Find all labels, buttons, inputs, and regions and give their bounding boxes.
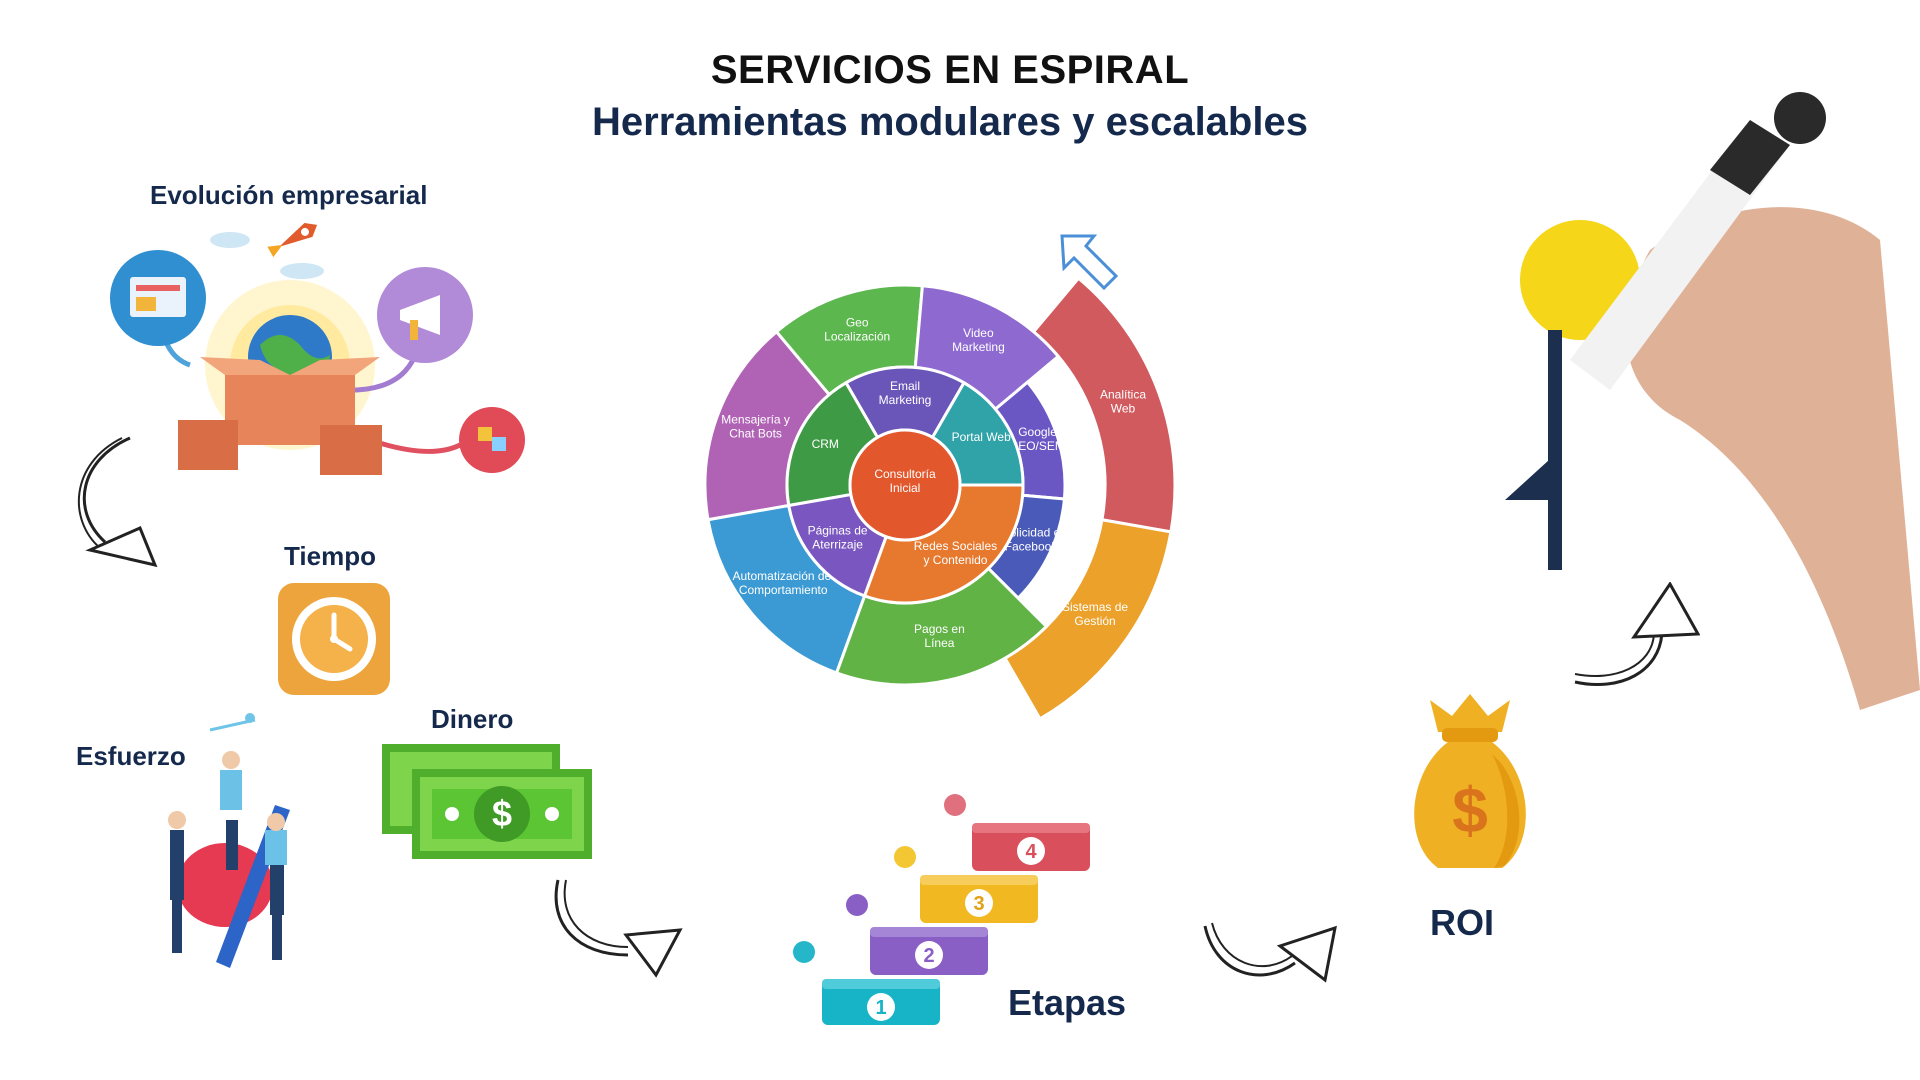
step-2-number: 2 bbox=[923, 945, 934, 967]
wheel-center bbox=[848, 428, 962, 542]
step-4-number: 4 bbox=[1025, 841, 1037, 863]
wheel-inner-label: CRM bbox=[812, 437, 839, 451]
dollar-bill-icon: $ bbox=[382, 744, 592, 859]
money-bag-icon: $ bbox=[1414, 694, 1526, 868]
cloud-icon bbox=[210, 232, 324, 279]
clock-icon bbox=[278, 583, 390, 695]
step-1-number: 1 bbox=[875, 997, 886, 1019]
evolucion-label: Evolución empresarial bbox=[150, 180, 428, 210]
dollar-symbol: $ bbox=[492, 793, 512, 834]
hand-marker-icon bbox=[1570, 92, 1920, 710]
curved-arrow-icon bbox=[554, 879, 683, 978]
tiempo-label: Tiempo bbox=[284, 541, 376, 571]
esfuerzo-illustration bbox=[168, 713, 290, 968]
page-title: SERVICIOS EN ESPIRAL bbox=[710, 48, 1190, 92]
dinero-label: Dinero bbox=[431, 704, 514, 734]
bag-dollar-symbol: $ bbox=[1452, 774, 1488, 846]
page-subtitle: Herramientas modulares y escalables bbox=[592, 100, 1308, 144]
step-3-number: 3 bbox=[973, 893, 984, 915]
curved-arrow-icon bbox=[1574, 582, 1700, 687]
outline-arrow-icon bbox=[1060, 234, 1119, 291]
wheel-inner-label: Portal Web bbox=[952, 430, 1011, 444]
rocket-icon bbox=[267, 223, 318, 258]
evolucion-illustration bbox=[110, 223, 525, 475]
curved-arrow-icon bbox=[1203, 922, 1337, 983]
steps-diagram: 4 3 2 1 bbox=[793, 794, 1090, 1025]
wheel-outer-segment bbox=[1002, 517, 1173, 721]
roi-label: ROI bbox=[1430, 902, 1495, 943]
esfuerzo-label: Esfuerzo bbox=[76, 741, 186, 771]
etapas-label: Etapas bbox=[1008, 982, 1127, 1023]
curved-arrow-icon bbox=[77, 436, 158, 568]
lightbulb-icon bbox=[1505, 92, 1920, 710]
